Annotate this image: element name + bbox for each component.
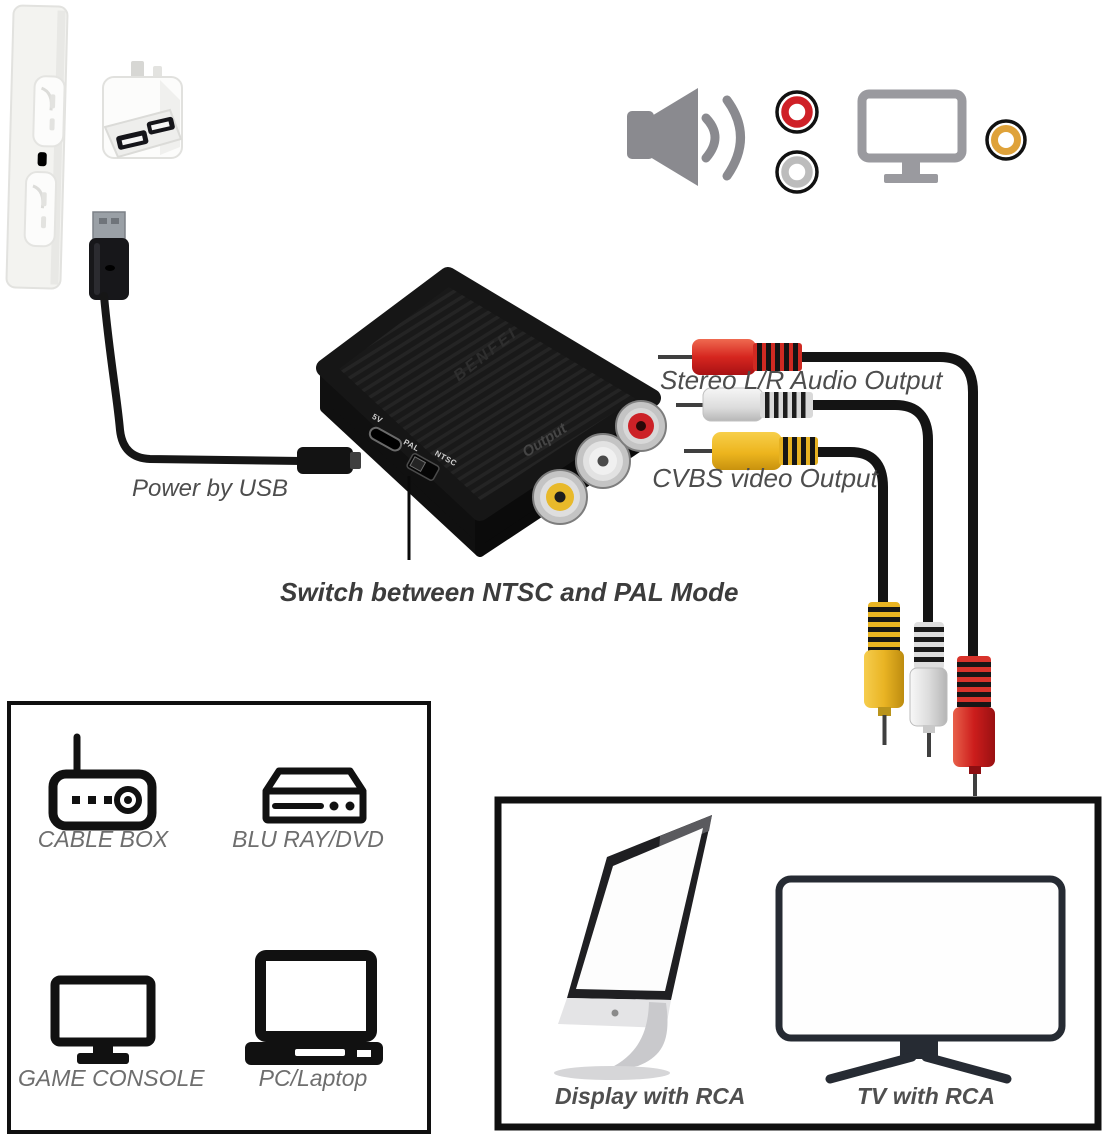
- rca-cables: [798, 352, 978, 660]
- pc-laptop-label: PC/Laptop: [258, 1065, 368, 1091]
- cvbs-output-label: CVBS video Output: [652, 463, 878, 493]
- converter-box: [316, 267, 667, 557]
- stereo-output-label: Stereo L/R Audio Output: [660, 365, 943, 395]
- rca-port-yellow-icon: [985, 119, 1027, 161]
- rca-plug-yellow-horizontal: [684, 432, 818, 470]
- usb-wall-charger: [102, 61, 183, 159]
- tv-icon: [775, 875, 1066, 1084]
- tv-with-rca-label: TV with RCA: [857, 1083, 995, 1109]
- rca-port-white-icon: [775, 150, 819, 194]
- rca-jack-white: [575, 433, 631, 489]
- speaker-icon: [627, 88, 745, 186]
- rca-plug-white-vertical: [909, 622, 948, 757]
- rca-plug-yellow-vertical: [864, 602, 904, 745]
- power-by-usb-label: Power by USB: [131, 475, 289, 502]
- imac-display-icon: [554, 815, 712, 1080]
- cable-box-icon: [48, 733, 157, 831]
- input-devices-box: [7, 701, 431, 1134]
- micro-usb-plug: [297, 447, 361, 474]
- usb-power-cable: [100, 292, 306, 465]
- white-cable: [810, 400, 933, 626]
- usb-ports: [116, 116, 175, 150]
- rca-plug-red-vertical: [953, 656, 995, 796]
- rca-port-red-icon: [775, 90, 819, 134]
- display-with-rca-label: Display with RCA: [555, 1083, 746, 1109]
- rca-jack-yellow: [532, 469, 588, 525]
- disc-player-icon: [262, 767, 367, 824]
- switch-mode-label: Switch between NTSC and PAL Mode: [280, 577, 739, 607]
- converter-power-port: [368, 426, 403, 452]
- rca-jack-red: [615, 400, 667, 452]
- yellow-cable: [812, 447, 888, 606]
- usb-a-connector: [89, 211, 129, 300]
- rca-plug-red-horizontal: [658, 339, 802, 375]
- game-console-icon: [50, 975, 156, 1064]
- blu-ray-dvd-label: BLU RAY/DVD: [232, 826, 384, 852]
- rca-plug-white-horizontal: [676, 387, 813, 422]
- pal-ntsc-switch: [406, 453, 440, 481]
- tv-legend-icon: [857, 89, 967, 183]
- laptop-icon: [245, 950, 383, 1065]
- wall-outlet: [5, 4, 69, 290]
- game-console-label: GAME CONSOLE: [18, 1065, 205, 1091]
- cable-box-label: CABLE BOX: [37, 826, 169, 852]
- output-devices-box: [494, 796, 1102, 1131]
- red-cable: [798, 352, 978, 660]
